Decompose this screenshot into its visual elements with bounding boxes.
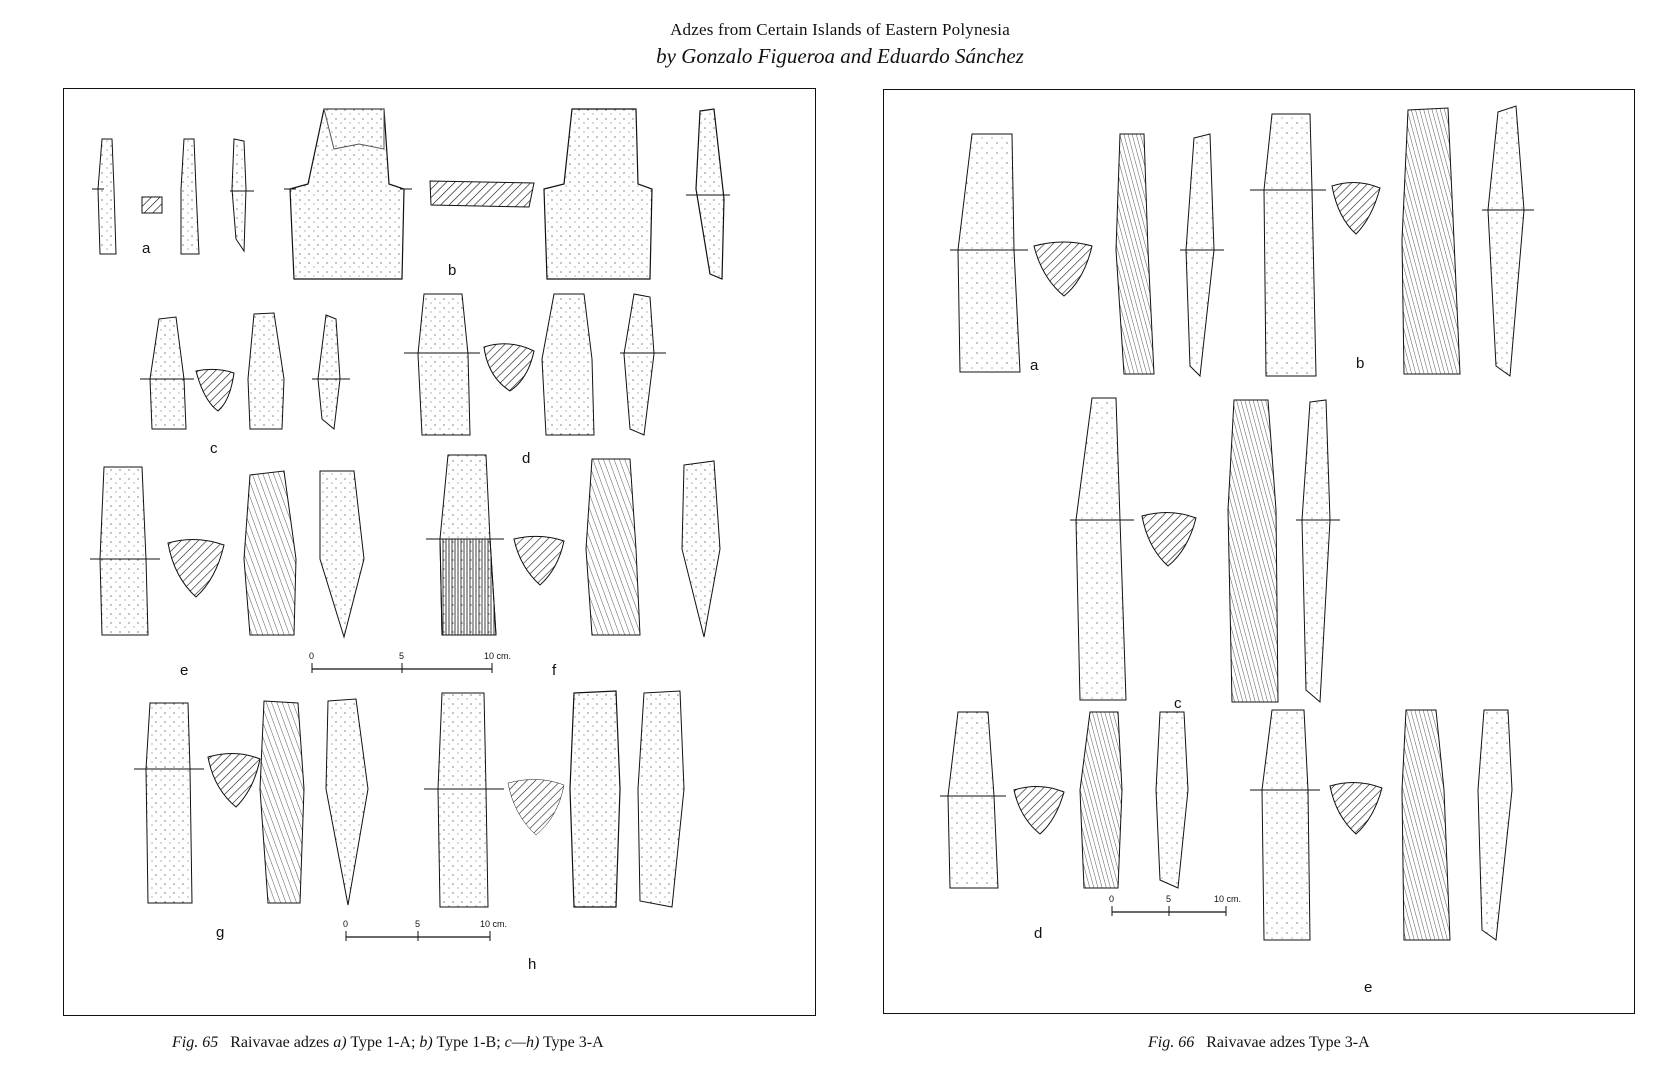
label-c: c: [210, 440, 218, 457]
fig66-adze-b-views: [1250, 105, 1534, 377]
fig66-adze-a-views: [950, 133, 1224, 378]
scale-10: 10 cm.: [484, 651, 511, 661]
figure-number: Fig. 66: [1148, 1034, 1195, 1051]
label-a: a: [142, 240, 151, 257]
adze-a-views: [92, 138, 254, 255]
adze-f-views: [426, 454, 721, 638]
figure-number: Fig. 65: [172, 1034, 219, 1051]
figure-66-plate: 0 5 10 cm. a b c d e: [883, 89, 1635, 1014]
authors-line: by Gonzalo Figueroa and Eduardo Sánchez: [656, 44, 1024, 68]
fig66-scale-bar: 0 5 10 cm.: [1109, 894, 1241, 916]
adze-c-views: [140, 312, 350, 430]
running-title: Adzes from Certain Islands of Eastern Po…: [670, 20, 1010, 39]
fig66-adze-c-views: [1070, 397, 1340, 704]
label-d: d: [522, 450, 530, 467]
caption-text: Type 1-A;: [346, 1034, 420, 1051]
scale-0: 0: [1109, 894, 1114, 904]
caption-text: Raivavae adzes: [230, 1034, 334, 1051]
adze-e-views: [90, 466, 365, 639]
caption-text: Type 3-A: [539, 1034, 604, 1051]
adze-d-views: [404, 293, 666, 436]
label-f: f: [552, 662, 557, 679]
label-g: g: [216, 924, 224, 941]
label-c: c: [1174, 695, 1182, 712]
fig65-scale-bar-lower: 0 5 10 cm.: [343, 919, 507, 941]
scale-0: 0: [343, 919, 348, 929]
scale-5: 5: [1166, 894, 1171, 904]
label-b: b: [448, 262, 456, 279]
label-e: e: [1364, 979, 1372, 996]
fig66-adze-e-views: [1250, 709, 1513, 941]
adze-g-views: [134, 698, 369, 906]
caption-text: Type 1-B;: [432, 1034, 505, 1051]
caption-b: b): [419, 1034, 433, 1051]
figure-66-caption: Fig. 66 Raivavae adzes Type 3-A: [1148, 1034, 1370, 1052]
caption-text: Raivavae adzes Type 3-A: [1206, 1034, 1370, 1051]
caption-ch: c—h): [504, 1034, 540, 1051]
fig65-scale-bar-upper: 0 5 10 cm.: [309, 651, 511, 673]
label-b: b: [1356, 355, 1364, 372]
scale-0: 0: [309, 651, 314, 661]
scale-10: 10 cm.: [480, 919, 507, 929]
adze-h-views: [424, 690, 685, 908]
label-h: h: [528, 956, 536, 973]
label-d: d: [1034, 925, 1042, 942]
figure-65-drawings: 0 5 10 cm. 0 5 10 cm. a b c d e f g h: [90, 108, 730, 973]
caption-a: a): [333, 1034, 347, 1051]
figure-65-plate: 0 5 10 cm. 0 5 10 cm. a b c d e f g h: [63, 88, 816, 1016]
label-e: e: [180, 662, 188, 679]
figure-66-drawings: 0 5 10 cm. a b c d e: [940, 105, 1534, 996]
label-a: a: [1030, 357, 1039, 374]
scale-5: 5: [399, 651, 404, 661]
figure-65-caption: Fig. 65 Raivavae adzes a) Type 1-A; b) T…: [172, 1034, 604, 1052]
adze-b-views: [284, 108, 730, 280]
fig66-adze-d-views: [940, 711, 1189, 889]
scale-10: 10 cm.: [1214, 894, 1241, 904]
scale-5: 5: [415, 919, 420, 929]
